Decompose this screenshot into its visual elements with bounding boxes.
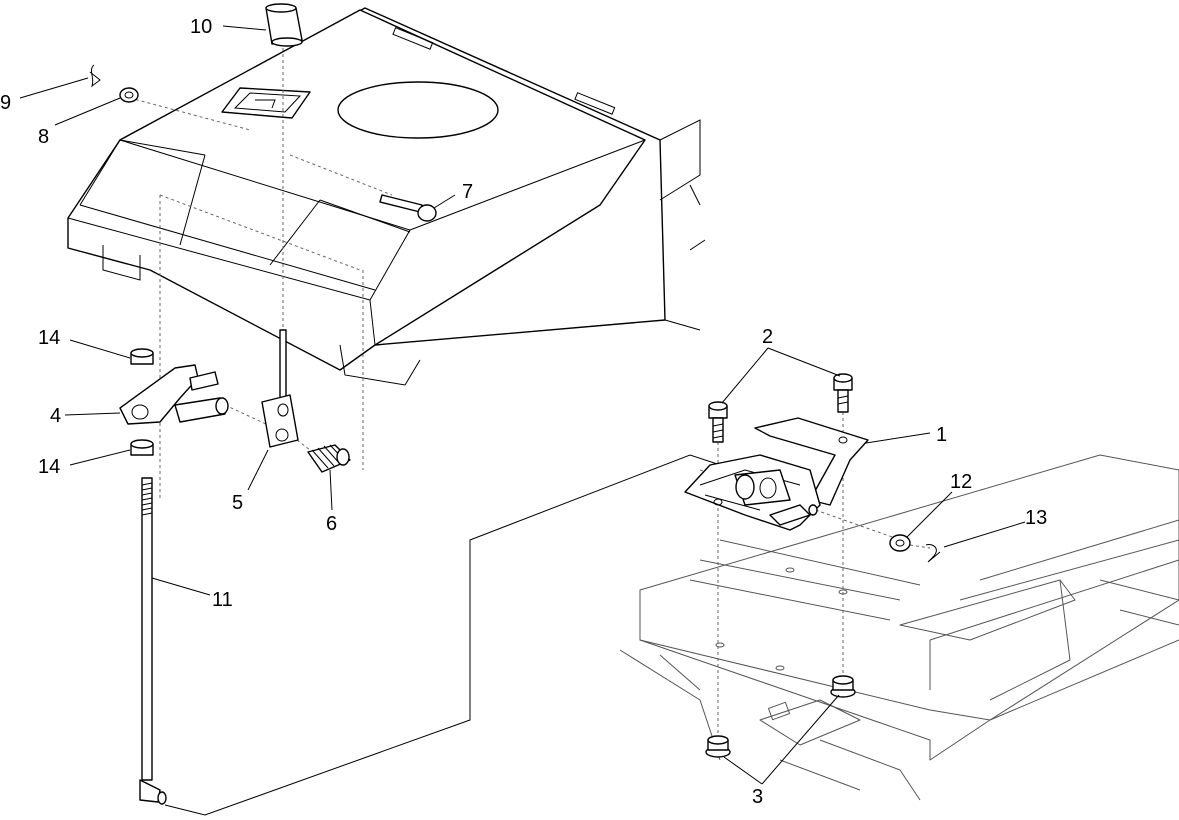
hairpin-clip-9 <box>89 64 101 88</box>
shift-arm-4 <box>119 364 229 425</box>
callout-7: 7 <box>462 181 473 203</box>
nut-14-lower <box>130 439 154 456</box>
pivot-bracket-1 <box>684 417 869 531</box>
shift-bracket-5 <box>261 394 299 448</box>
pivot-pin-7 <box>379 194 437 222</box>
callout-12: 12 <box>950 471 972 493</box>
callout-labels: 10 9 8 7 14 4 14 5 6 11 2 1 12 13 3 <box>0 16 1047 808</box>
flange-nut-3-right <box>830 675 856 698</box>
washer-12 <box>889 534 911 552</box>
frame-background <box>619 454 1179 801</box>
callout-11: 11 <box>212 589 233 611</box>
callout-13: 13 <box>1025 507 1047 529</box>
callout-4: 4 <box>50 405 61 427</box>
connector-lines <box>164 454 761 816</box>
washer-8 <box>119 87 139 103</box>
callout-1: 1 <box>936 424 947 446</box>
callout-8: 8 <box>38 126 49 148</box>
callout-5: 5 <box>232 492 243 514</box>
callout-3: 3 <box>752 786 763 808</box>
callout-10: 10 <box>190 16 212 38</box>
callout-9: 9 <box>0 92 11 114</box>
leader-lines <box>19 25 1026 785</box>
callout-6: 6 <box>326 513 337 535</box>
shift-knob <box>265 3 303 47</box>
spring-6 <box>307 444 351 473</box>
callout-14-lower: 14 <box>38 456 60 478</box>
hood-panel <box>67 7 706 386</box>
callout-14-upper: 14 <box>38 327 60 349</box>
callout-2: 2 <box>762 326 773 348</box>
bolt-2-right <box>833 373 853 413</box>
hairpin-clip-13 <box>925 544 941 563</box>
nut-14-upper <box>130 348 154 365</box>
bolt-2-left <box>708 401 728 443</box>
flange-nut-3-left <box>705 735 731 758</box>
threaded-rod-11 <box>139 477 167 805</box>
